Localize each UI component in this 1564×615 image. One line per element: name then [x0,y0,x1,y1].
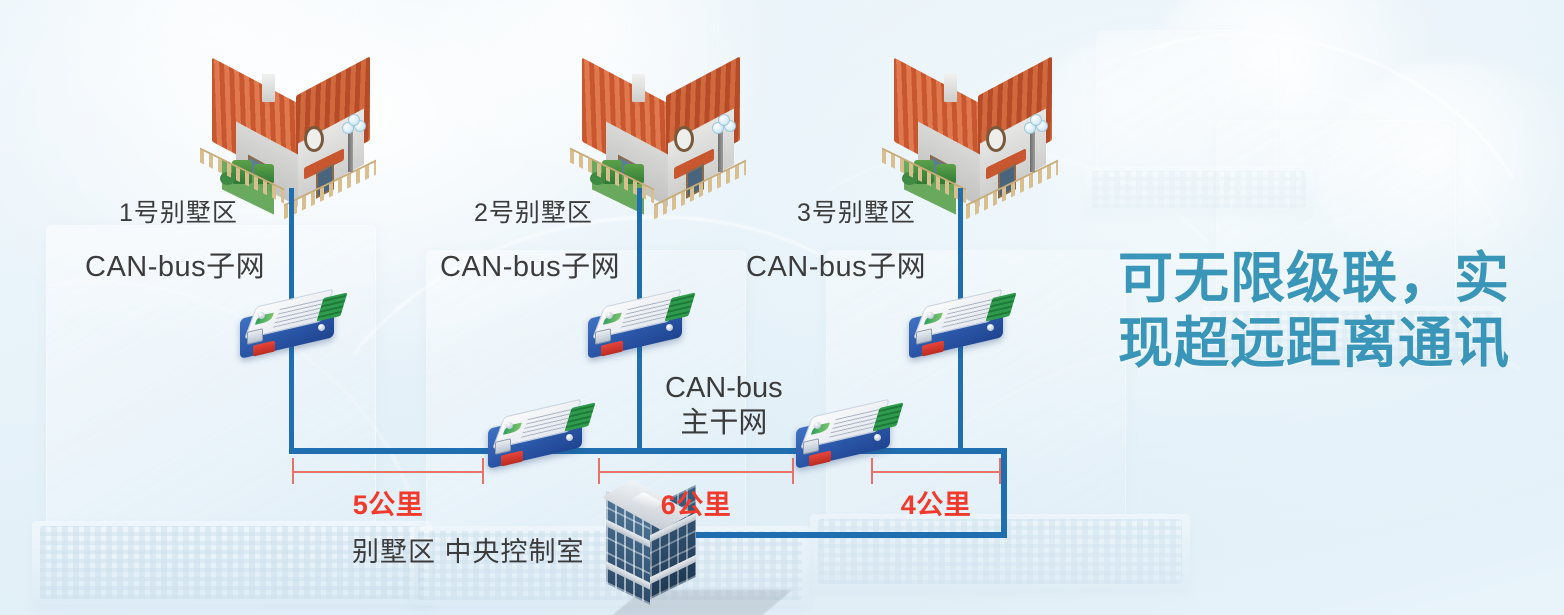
can-bus-converter-villa-2 [582,288,696,366]
villa-2-label: 2号别墅区 [474,199,593,227]
house-icon [196,56,396,220]
can-bus-converter-trunk-right [790,398,904,476]
house-icon [878,56,1078,220]
villa-1-label: 1号别墅区 [119,199,238,227]
villa-2-subnet-label: CAN-bus子网 [440,251,621,283]
distance-label: 4公里 [900,490,972,520]
network-trunk-line [289,448,1007,454]
villa-3-label: 3号别墅区 [797,199,916,227]
headline-text: 可无限级联，实 现超远距离通讯 [1118,247,1511,374]
can-bus-converter-villa-1 [234,288,348,366]
ghost-laptop [1084,30,1320,230]
villa-1-subnet-label: CAN-bus子网 [85,251,266,283]
house-icon [566,56,766,220]
network-trunk-return-line [668,532,1007,538]
can-bus-converter-villa-3 [903,288,1017,366]
villa-3-subnet-label: CAN-bus子网 [746,251,927,283]
trunk-network-label: CAN-bus 主干网 [665,372,783,440]
distance-label: 5公里 [352,490,424,520]
cloud-blob [1140,0,1470,220]
distance-label: 6公里 [660,490,732,520]
can-bus-converter-trunk-left [482,398,596,476]
control-room-label: 别墅区 中央控制室 [352,537,585,567]
network-trunk-right-drop [1001,448,1007,538]
